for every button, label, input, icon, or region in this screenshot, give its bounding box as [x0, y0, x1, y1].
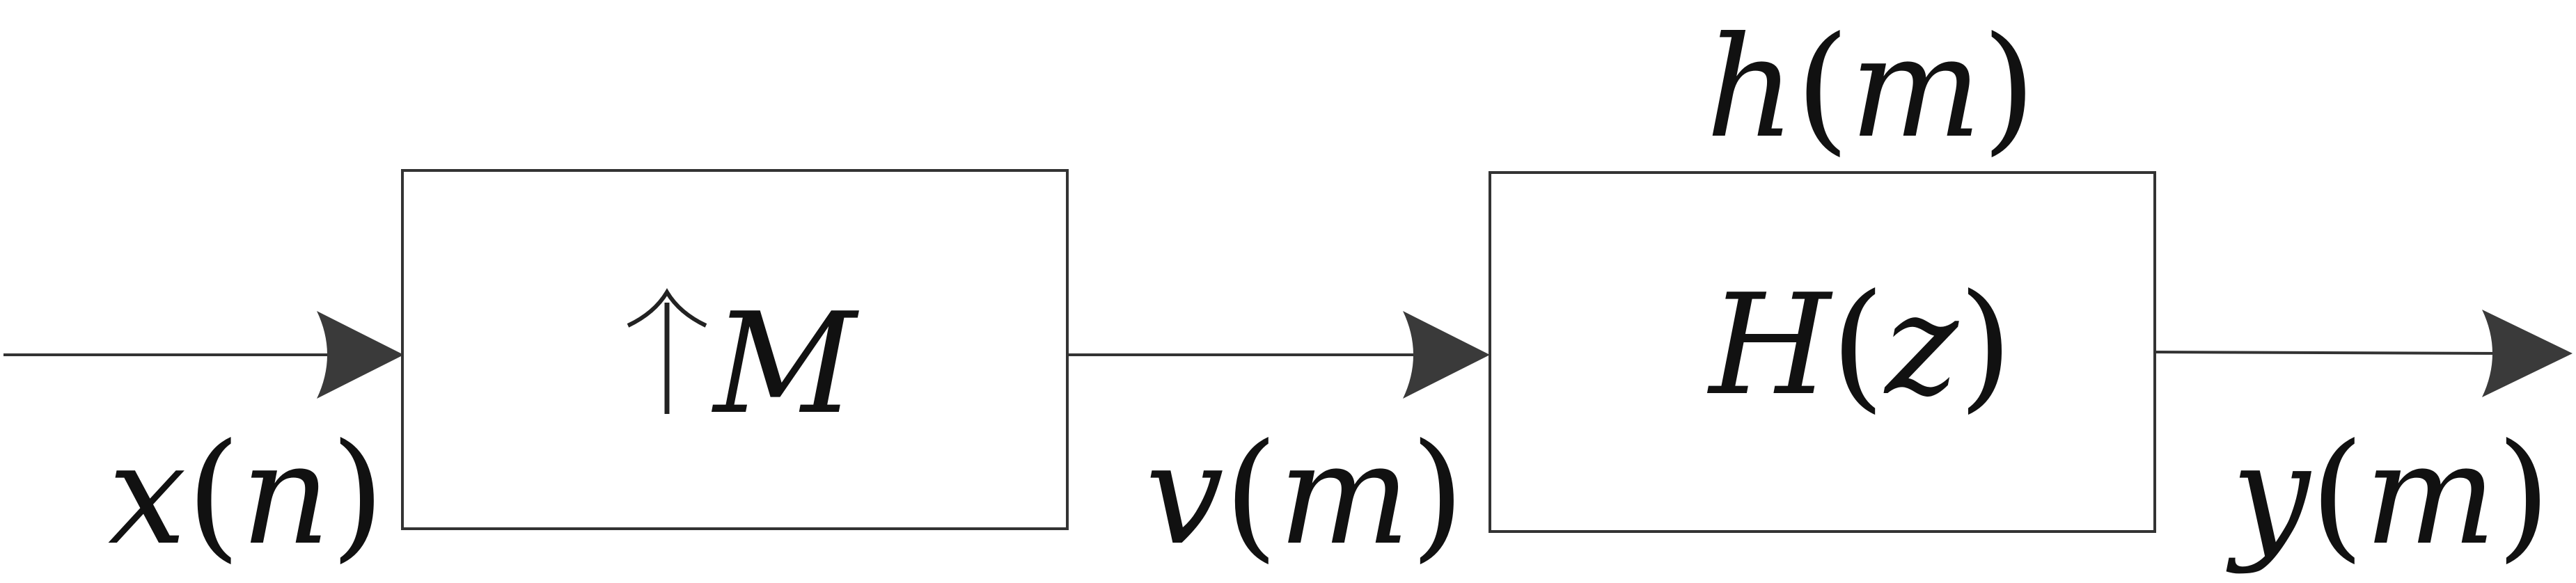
filter-impulse-response: h(m): [1706, 7, 2036, 169]
filter-transfer-function: H(z): [1706, 264, 2013, 426]
intermediate-signal-label: v(m): [1145, 414, 1465, 576]
upsample-arrow-icon: [627, 288, 707, 414]
input-arrowhead: [317, 311, 404, 399]
upsampler-block: [401, 169, 1069, 530]
input-signal-label: x(n): [108, 414, 385, 576]
output-signal-label: y(m): [2226, 414, 2551, 576]
output-arrowhead: [2482, 310, 2573, 397]
output-line: [2154, 351, 2507, 355]
upsample-factor: M: [711, 283, 859, 445]
intermediate-arrowhead: [1403, 311, 1490, 399]
